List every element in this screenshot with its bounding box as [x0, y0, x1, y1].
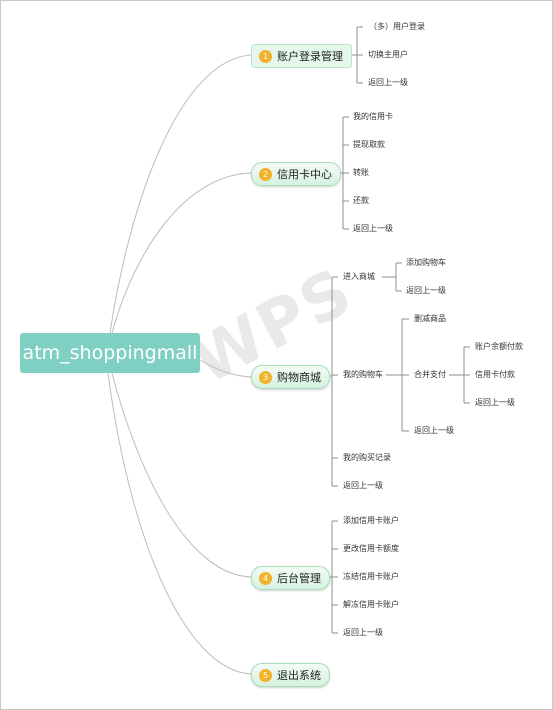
root-to-b1 — [109, 54, 252, 334]
leaf-my-credit-card[interactable]: 我的信用卡 — [353, 112, 393, 121]
leaf-back[interactable]: 返回上一级 — [343, 481, 383, 490]
leaf-switch-main-user[interactable]: 切换主用户 — [368, 50, 408, 59]
number-badge-icon: 5 — [259, 668, 272, 682]
leaf-pay-balance[interactable]: 账户余额付款 — [475, 342, 523, 351]
branch-label: 后台管理 — [277, 572, 321, 585]
branch-account-login[interactable]: 1 账户登录管理 — [251, 44, 352, 68]
leaf-multi-user-login[interactable]: （多）用户登录 — [369, 22, 425, 31]
leaf-add-to-cart[interactable]: 添加购物车 — [406, 258, 446, 267]
leaf-back[interactable]: 返回上一级 — [406, 286, 446, 295]
leaf-change-limit[interactable]: 更改信用卡额度 — [343, 544, 399, 553]
leaf-merge-pay[interactable]: 合并支付 — [414, 370, 446, 379]
leaf-enter-mall[interactable]: 进入商城 — [343, 272, 375, 281]
root-to-b2 — [111, 172, 252, 334]
branch-label: 退出系统 — [277, 669, 321, 682]
leaf-repay[interactable]: 还款 — [353, 196, 369, 205]
branch-label: 信用卡中心 — [277, 168, 332, 181]
root-to-b5 — [107, 372, 252, 675]
branch-exit-system[interactable]: 5 退出系统 — [251, 663, 330, 687]
number-badge-icon: 1 — [259, 49, 272, 63]
leaf-remove-item[interactable]: 删减商品 — [414, 314, 446, 323]
branch-shopping-mall[interactable]: 3 购物商城 — [251, 365, 330, 389]
number-badge-icon: 3 — [259, 370, 272, 384]
leaf-freeze-account[interactable]: 冻结信用卡账户 — [343, 572, 399, 581]
number-badge-icon: 4 — [259, 571, 272, 585]
leaf-pay-credit-card[interactable]: 信用卡付款 — [475, 370, 515, 379]
leaf-add-card-account[interactable]: 添加信用卡账户 — [343, 516, 399, 525]
number-badge-icon: 2 — [259, 167, 272, 181]
branch-credit-card-center[interactable]: 2 信用卡中心 — [251, 162, 341, 186]
leaf-purchase-history[interactable]: 我的购买记录 — [343, 453, 391, 462]
leaf-withdraw[interactable]: 提现取款 — [353, 140, 385, 149]
leaf-back[interactable]: 返回上一级 — [475, 398, 515, 407]
leaf-back[interactable]: 返回上一级 — [353, 224, 393, 233]
leaf-back[interactable]: 返回上一级 — [414, 426, 454, 435]
branch-admin[interactable]: 4 后台管理 — [251, 566, 330, 590]
root-to-b3 — [199, 359, 252, 378]
leaf-back[interactable]: 返回上一级 — [343, 628, 383, 637]
root-node[interactable]: atm_shoppingmall — [20, 333, 200, 373]
root-to-b4 — [111, 372, 252, 578]
branch-label: 账户登录管理 — [277, 50, 343, 63]
branch-label: 购物商城 — [277, 371, 321, 384]
leaf-transfer[interactable]: 转账 — [353, 168, 369, 177]
leaf-unfreeze-account[interactable]: 解冻信用卡账户 — [343, 600, 399, 609]
leaf-back[interactable]: 返回上一级 — [368, 78, 408, 87]
leaf-my-cart[interactable]: 我的购物车 — [343, 370, 383, 379]
